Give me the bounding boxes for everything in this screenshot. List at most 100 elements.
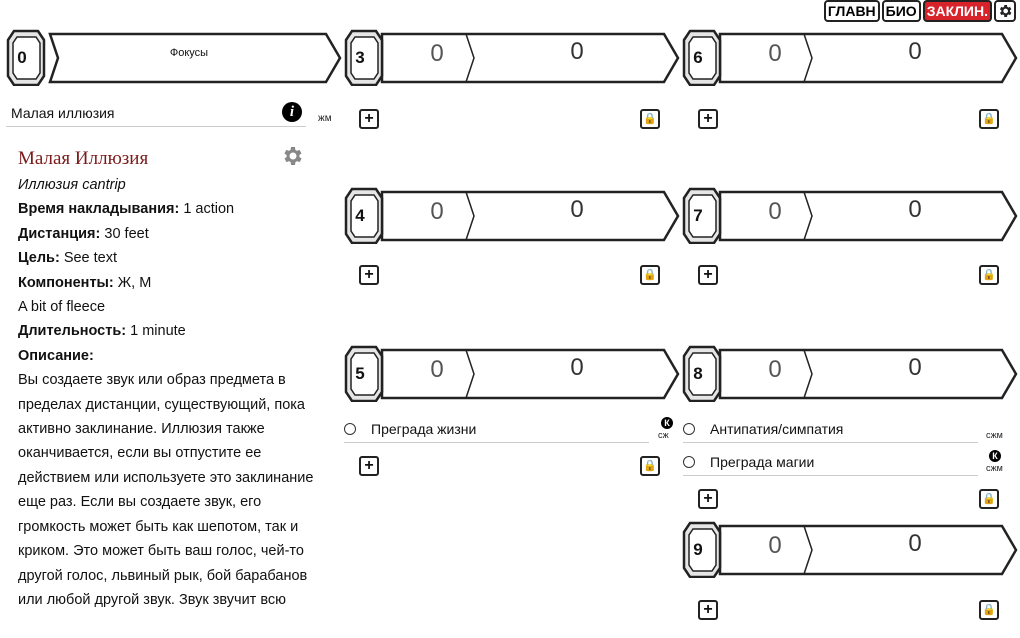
slots-total[interactable]: 0 bbox=[908, 196, 922, 223]
components-line: Компоненты: Ж, М bbox=[18, 271, 323, 295]
cantrip-components: жм bbox=[318, 113, 332, 124]
cast-time-label: Время накладывания: bbox=[18, 201, 180, 218]
level-frame bbox=[682, 345, 1018, 402]
settings-button[interactable] bbox=[994, 0, 1016, 22]
level-9-header: 9 0 0 bbox=[680, 520, 1018, 578]
components-label: Компоненты: bbox=[18, 274, 114, 291]
level-0-header: 0 Фокусы bbox=[4, 28, 342, 86]
slots-used[interactable]: 0 bbox=[768, 356, 782, 383]
slots-used[interactable]: 0 bbox=[768, 40, 782, 67]
lock-button[interactable]: 🔒 bbox=[640, 109, 660, 129]
spell-item[interactable]: Преграда магии bbox=[683, 453, 978, 476]
level-frame bbox=[682, 29, 1018, 86]
slots-used[interactable]: 0 bbox=[430, 40, 444, 67]
target-line: Цель: See text bbox=[18, 246, 323, 270]
add-spell-button[interactable]: + bbox=[359, 109, 379, 129]
level-number: 3 bbox=[355, 48, 365, 67]
add-spell-button[interactable]: + bbox=[698, 600, 718, 620]
slots-used[interactable]: 0 bbox=[768, 198, 782, 225]
cast-time-value: 1 action bbox=[179, 201, 235, 218]
level-7-header: 7 0 0 bbox=[680, 186, 1018, 244]
duration-value: 1 minute bbox=[126, 323, 186, 340]
slots-total[interactable]: 0 bbox=[570, 196, 584, 223]
description-label-line: Описание: bbox=[18, 344, 323, 368]
cast-time-line: Время накладывания: 1 action bbox=[18, 197, 323, 221]
level-number: 5 bbox=[355, 364, 365, 383]
level-5-header: 5 0 0 bbox=[342, 344, 680, 402]
lock-button[interactable]: 🔒 bbox=[979, 265, 999, 285]
concentration-icon: К bbox=[989, 450, 1001, 462]
lock-button[interactable]: 🔒 bbox=[979, 489, 999, 509]
spell-components: сжм bbox=[986, 463, 1003, 473]
level-frame bbox=[682, 521, 1018, 578]
spell-name: Преграда магии bbox=[710, 454, 815, 470]
lock-button[interactable]: 🔒 bbox=[640, 456, 660, 476]
target-value: See text bbox=[59, 250, 118, 267]
spell-components: сж bbox=[658, 430, 669, 440]
add-spell-button[interactable]: + bbox=[359, 456, 379, 476]
level-frame bbox=[344, 29, 680, 86]
tab-bio[interactable]: БИО bbox=[881, 0, 921, 22]
spell-description: Малая Иллюзия Иллюзия cantrip Время накл… bbox=[18, 145, 323, 612]
info-icon[interactable]: i bbox=[282, 102, 302, 122]
level-frame bbox=[682, 187, 1018, 244]
level-number: 9 bbox=[693, 540, 703, 559]
level-4-header: 4 0 0 bbox=[342, 186, 680, 244]
range-line: Дистанция: 30 feet bbox=[18, 222, 323, 246]
components-value: Ж, М bbox=[113, 274, 152, 291]
range-value: 30 feet bbox=[100, 225, 149, 242]
level-3-header: 3 0 0 bbox=[342, 28, 680, 86]
top-tabs: ГЛАВН БИО ЗАКЛИН. bbox=[823, 0, 1016, 22]
level-number: 6 bbox=[693, 48, 703, 67]
add-spell-button[interactable]: + bbox=[698, 265, 718, 285]
prepared-radio[interactable] bbox=[683, 423, 695, 435]
tab-main[interactable]: ГЛАВН bbox=[823, 0, 880, 22]
description-label: Описание: bbox=[18, 347, 94, 364]
level-frame bbox=[344, 345, 680, 402]
add-spell-button[interactable]: + bbox=[698, 489, 718, 509]
add-spell-button[interactable]: + bbox=[698, 109, 718, 129]
slots-total[interactable]: 0 bbox=[570, 38, 584, 65]
level-frame bbox=[344, 187, 680, 244]
cantrip-item[interactable]: Малая иллюзия i bbox=[6, 100, 306, 127]
range-label: Дистанция: bbox=[18, 225, 101, 242]
level-frame bbox=[6, 29, 342, 86]
cantrip-name: Малая иллюзия bbox=[11, 105, 115, 121]
level-number: 8 bbox=[693, 364, 703, 383]
slots-total[interactable]: 0 bbox=[908, 530, 922, 557]
material-line: A bit of fleece bbox=[18, 299, 106, 316]
slots-total[interactable]: 0 bbox=[908, 354, 922, 381]
slots-used[interactable]: 0 bbox=[430, 356, 444, 383]
prepared-radio[interactable] bbox=[683, 456, 695, 468]
level-6-header: 6 0 0 bbox=[680, 28, 1018, 86]
tab-spells[interactable]: ЗАКЛИН. bbox=[922, 0, 992, 22]
lock-button[interactable]: 🔒 bbox=[640, 265, 660, 285]
gear-icon bbox=[284, 147, 302, 165]
level-8-header: 8 0 0 bbox=[680, 344, 1018, 402]
slots-used[interactable]: 0 bbox=[430, 198, 444, 225]
lock-button[interactable]: 🔒 bbox=[979, 600, 999, 620]
slots-total[interactable]: 0 bbox=[908, 38, 922, 65]
spell-title: Малая Иллюзия bbox=[18, 148, 149, 169]
spell-name: Антипатия/симпатия bbox=[710, 421, 844, 437]
level-number: 0 bbox=[17, 48, 27, 67]
prepared-radio[interactable] bbox=[344, 423, 356, 435]
level-number: 7 bbox=[693, 206, 703, 225]
spell-item[interactable]: Преграда жизни bbox=[344, 420, 649, 443]
spell-settings-button[interactable] bbox=[280, 144, 304, 173]
spell-components: сжм bbox=[986, 430, 1003, 440]
slots-used[interactable]: 0 bbox=[768, 532, 782, 559]
spell-subtitle: Иллюзия cantrip bbox=[18, 177, 126, 193]
cantrips-label: Фокусы bbox=[169, 47, 209, 59]
target-label: Цель: bbox=[18, 250, 60, 267]
spell-item[interactable]: Антипатия/симпатия bbox=[683, 420, 978, 443]
spell-name: Преграда жизни bbox=[371, 421, 477, 437]
concentration-icon: К bbox=[661, 417, 673, 429]
level-number: 4 bbox=[355, 206, 365, 225]
slots-total[interactable]: 0 bbox=[570, 354, 584, 381]
add-spell-button[interactable]: + bbox=[359, 265, 379, 285]
lock-button[interactable]: 🔒 bbox=[979, 109, 999, 129]
gear-icon bbox=[999, 5, 1012, 17]
description-text: Вы создаете звук или образ предмета в пр… bbox=[18, 372, 314, 608]
duration-label: Длительность: bbox=[18, 323, 127, 340]
